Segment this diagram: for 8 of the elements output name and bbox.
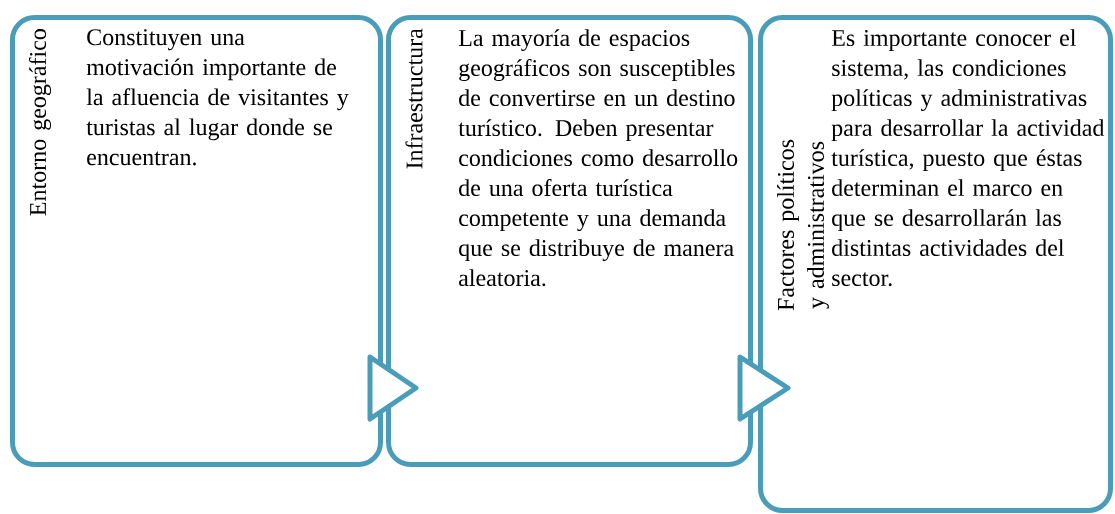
body-text: La mayoría de espacios geográficos son susceptibles de convertirse en un destino turístico. Deben presentar condiciones como desarrollo de una oferta turística competente y una demanda que se distribuye de manera aleatoria. xyxy=(458,29,738,287)
chevron-arrow xyxy=(367,354,419,422)
vertical-title: Infraestructura xyxy=(405,28,423,169)
vertical-title: Factores políticos y administrativos xyxy=(777,139,829,311)
body-text: Constituyen una motivación importante de la afluencia de visitantes y turistas al lugar donde se encuentran. xyxy=(86,29,349,166)
chevron-arrow xyxy=(737,354,791,422)
body-text: Es importante conocer el sistema, las condiciones políticas y administrativas para desarrollar la actividad turística, puesto que éstas determinan el marco en que se desarrollarán las distintas actividades del sector. xyxy=(831,29,1105,287)
vertical-title: Entorno geográfico xyxy=(28,29,52,216)
